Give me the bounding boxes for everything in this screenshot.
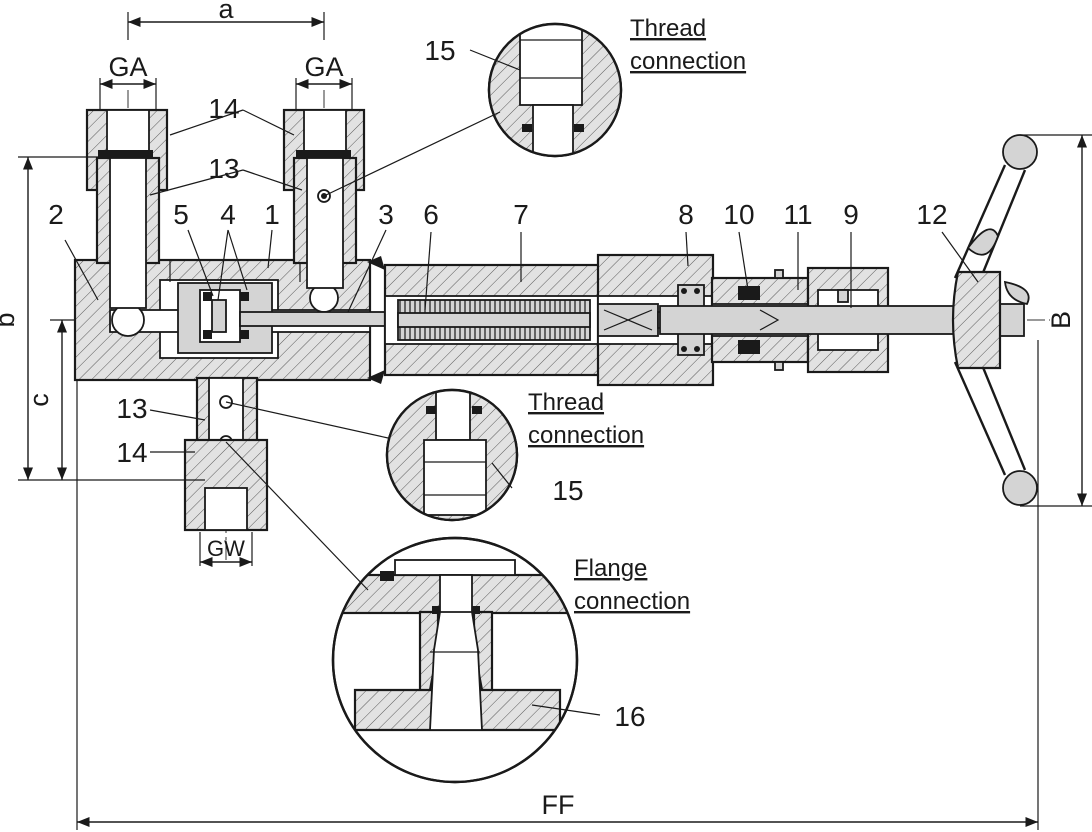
dim-ga-left: GA bbox=[108, 52, 147, 82]
dim-a: a bbox=[218, 0, 234, 24]
handwheel bbox=[951, 134, 1038, 506]
part-3: 3 bbox=[378, 199, 394, 230]
detail-flange bbox=[331, 536, 579, 784]
seat-assembly bbox=[177, 282, 406, 354]
top-connection-left bbox=[85, 108, 169, 309]
dim-big-b: B bbox=[1046, 311, 1076, 329]
part-7: 7 bbox=[513, 199, 529, 230]
part-8: 8 bbox=[678, 199, 694, 230]
detail-thread-mid bbox=[385, 388, 519, 522]
note-thread-mid-line1: Thread bbox=[528, 389, 604, 416]
part-2: 2 bbox=[48, 199, 64, 230]
dim-c: c bbox=[24, 393, 54, 407]
part-14-bottom: 14 bbox=[116, 437, 147, 468]
part-5: 5 bbox=[173, 199, 189, 230]
part-13-top: 13 bbox=[208, 153, 239, 184]
weld-beads bbox=[367, 256, 385, 384]
part-15-mid: 15 bbox=[552, 475, 583, 506]
part-15-top: 15 bbox=[424, 35, 455, 66]
note-thread-top-line2: connection bbox=[630, 48, 746, 75]
dimension-lines bbox=[18, 12, 1092, 830]
part-14-top: 14 bbox=[208, 93, 239, 124]
note-thread-mid-line2: connection bbox=[528, 422, 644, 449]
top-connection-right bbox=[282, 108, 366, 289]
part-16: 16 bbox=[614, 701, 645, 732]
bottom-connection bbox=[183, 376, 269, 532]
part-13-bottom: 13 bbox=[116, 393, 147, 424]
part-11: 11 bbox=[783, 199, 812, 230]
leader-lines bbox=[64, 49, 979, 716]
note-thread-top-line1: Thread bbox=[630, 15, 706, 42]
part-10: 10 bbox=[723, 199, 754, 230]
part-1: 1 bbox=[264, 199, 280, 230]
part-4: 4 bbox=[220, 199, 236, 230]
bonnet bbox=[383, 253, 715, 387]
dim-gw: GW bbox=[207, 536, 245, 561]
note-flange-line1: Flange bbox=[574, 555, 647, 582]
note-flange-line2: connection bbox=[574, 588, 690, 615]
dim-b: b bbox=[0, 312, 20, 327]
part-12: 12 bbox=[916, 199, 947, 230]
spindle bbox=[659, 289, 1025, 337]
dim-ga-right: GA bbox=[304, 52, 343, 82]
part-9: 9 bbox=[843, 199, 859, 230]
detail-thread-top bbox=[487, 22, 623, 158]
bellows bbox=[397, 299, 591, 341]
part-6: 6 bbox=[423, 199, 439, 230]
dim-ff: FF bbox=[542, 790, 575, 820]
